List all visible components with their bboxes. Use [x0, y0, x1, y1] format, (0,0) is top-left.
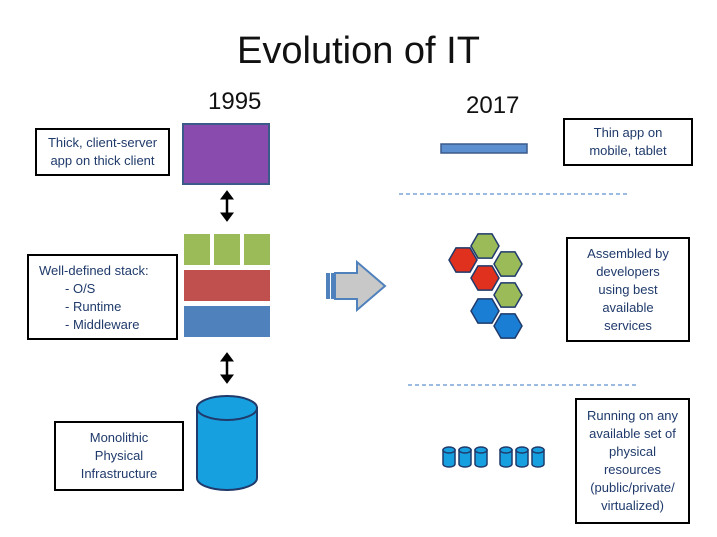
thick-client-box: Thick, client-server app on thick client [35, 128, 170, 176]
assembled-line-1: Assembled by [587, 245, 669, 261]
small-cylinder [474, 446, 488, 468]
slide-title: Evolution of IT [237, 30, 480, 72]
small-cylinder [515, 446, 529, 468]
assembled-line-3: using best [598, 281, 658, 297]
year-2017-label: 2017 [466, 92, 520, 119]
running-line-6: virtualized) [601, 498, 664, 513]
infrastructure-cylinder [196, 395, 258, 491]
infra-line-3: Infrastructure [80, 466, 158, 481]
stack-heading: Well-defined stack: [39, 263, 149, 278]
stack-item-os: O/S [39, 280, 176, 298]
stack-blocks [184, 234, 270, 337]
thin-app-bar [440, 143, 528, 154]
assembled-box: Assembled by developers using best avail… [566, 237, 690, 342]
stack-item-middleware: Middleware [39, 316, 176, 334]
running-line-4: resources [603, 462, 662, 477]
hexagon-green [493, 251, 523, 277]
running-line-2: available set of [589, 426, 676, 441]
transition-arrow [326, 259, 387, 313]
stack-item-runtime: Runtime [39, 298, 176, 316]
resource-cylinders [442, 446, 545, 468]
stack-green-2 [214, 234, 240, 265]
hexagon-red [448, 247, 478, 273]
stack-green-1 [184, 234, 210, 265]
hexagon-blue [470, 298, 500, 324]
small-cylinder [499, 446, 513, 468]
double-arrow-top [220, 190, 234, 222]
hexagon-green [470, 233, 500, 259]
small-cylinder [531, 446, 545, 468]
running-line-3: physical [609, 444, 656, 459]
infrastructure-box: Monolithic Physical Infrastructure [54, 421, 184, 491]
thick-client-block [182, 123, 270, 185]
stack-blue [184, 306, 270, 337]
thin-app-line-2: mobile, tablet [589, 143, 667, 158]
year-1995-label: 1995 [208, 88, 262, 115]
hexagon-blue [493, 313, 523, 339]
service-hexagons [448, 233, 523, 339]
stack-green-3 [244, 234, 270, 265]
assembled-line-4: available [602, 299, 654, 315]
stack-box: Well-defined stack: O/S Runtime Middlewa… [27, 254, 178, 340]
small-cylinder [458, 446, 472, 468]
assembled-line-2: developers [596, 263, 660, 279]
hexagon-green [493, 282, 523, 308]
infra-line-2: Physical [94, 448, 144, 463]
running-box: Running on any available set of physical… [575, 398, 690, 524]
hexagon-red [470, 265, 500, 291]
thin-app-line-1: Thin app on [593, 125, 663, 140]
running-line-5: (public/private/ [590, 480, 675, 495]
thick-client-line-1: Thick, client-server [47, 135, 158, 150]
infra-line-1: Monolithic [89, 430, 149, 445]
thin-app-box: Thin app on mobile, tablet [563, 118, 693, 166]
thick-client-line-2: app on thick client [50, 153, 155, 168]
stack-red-2 [243, 270, 270, 301]
assembled-line-5: services [604, 317, 652, 333]
small-cylinder [442, 446, 456, 468]
running-line-1: Running on any [586, 408, 679, 423]
double-arrow-bottom [220, 352, 234, 384]
